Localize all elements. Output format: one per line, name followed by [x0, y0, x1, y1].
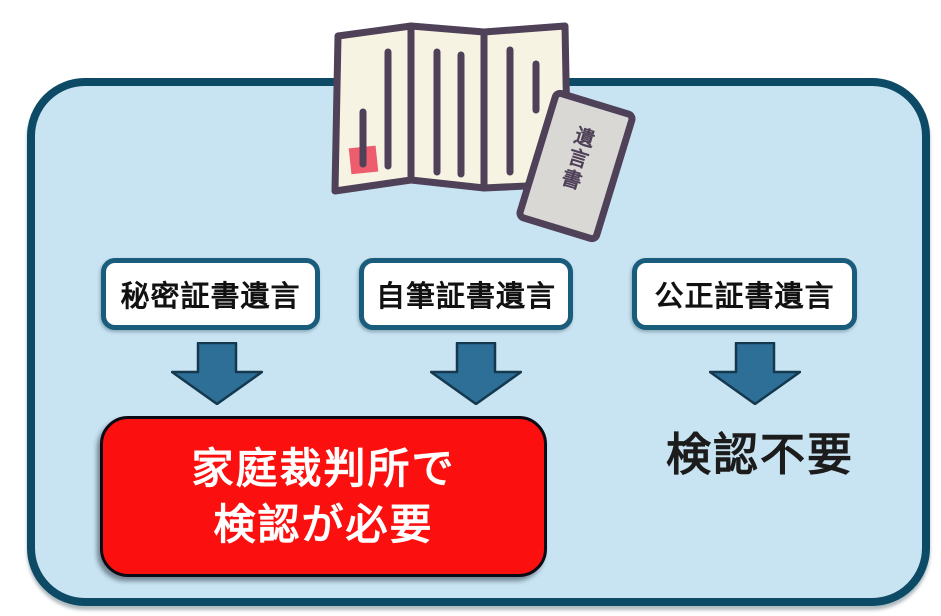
probate-required-box: 家庭裁判所で 検認が必要 [100, 416, 547, 577]
down-arrow-icon [709, 342, 801, 405]
down-arrow-icon [430, 342, 522, 405]
will-envelope-icon: 遺 言 書 [516, 89, 636, 243]
probate-not-required-label: 検認不要 [665, 429, 854, 480]
down-arrow-icon [171, 342, 263, 405]
paper-text-lines [359, 46, 540, 178]
will-type-box-secret: 秘密証書遺言 [101, 258, 320, 330]
probate-required-line1: 家庭裁判所で [191, 444, 456, 492]
will-type-box-notarized: 公正証書遺言 [632, 258, 857, 330]
will-type-box-holographic: 自筆証書遺言 [359, 258, 573, 330]
will-document-illustration: 遺 言 書 [331, 22, 636, 243]
probate-required-line2: 検認が必要 [213, 500, 434, 548]
